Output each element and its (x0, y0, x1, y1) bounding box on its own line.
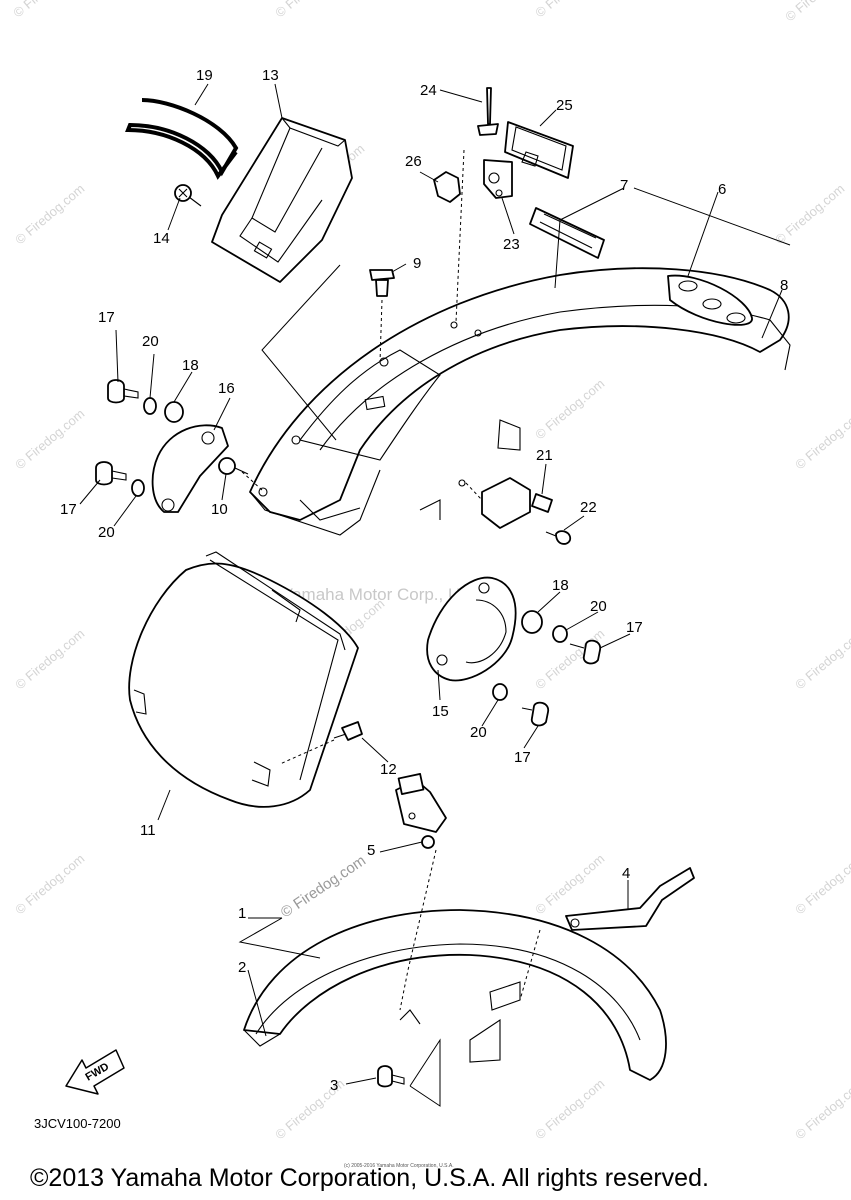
callout-20: 20 (98, 524, 115, 541)
watermark-layer: © Firedog.com © Firedog.com © Firedog.co… (10, 0, 851, 1142)
watermark: © Firedog.com (792, 1076, 851, 1142)
callout-17: 17 (60, 501, 77, 518)
callout-25: 25 (556, 97, 573, 114)
part-15-bracket (426, 576, 517, 682)
callout-10: 10 (211, 501, 228, 518)
copyright-text: ©2013 Yamaha Motor Corporation, U.S.A. A… (30, 1164, 709, 1192)
part-20-washer-right-upper (552, 625, 568, 643)
callout-23: 23 (503, 236, 520, 253)
part-17-bolt-upper (107, 379, 139, 404)
watermark: © Firedog.com (10, 0, 85, 20)
callout-16: 16 (218, 380, 235, 397)
callout-8: 8 (780, 277, 788, 294)
part-7-emblem (529, 207, 605, 259)
part-17-bolt-right-lower (521, 701, 549, 727)
watermark: © Firedog.com (12, 181, 87, 247)
callout-18: 18 (552, 577, 569, 594)
part-18-spacer-upper (164, 401, 184, 423)
part-3-bolt (377, 1065, 405, 1088)
callout-14: 14 (153, 230, 170, 247)
callout-5: 5 (367, 842, 375, 859)
part-16-bracket (151, 424, 229, 513)
part-24-bolt (477, 87, 499, 136)
callout-1: 1 (238, 905, 246, 922)
part-18-spacer-right (521, 610, 543, 634)
watermark: © Firedog.com (772, 181, 847, 247)
part-17-bolt-right-upper (569, 639, 601, 665)
callout-24: 24 (420, 82, 437, 99)
callout-21: 21 (536, 447, 553, 464)
watermark: © Firedog.com (782, 0, 851, 24)
callout-15: 15 (432, 703, 449, 720)
callout-17: 17 (98, 309, 115, 326)
callout-13: 13 (262, 67, 279, 84)
callout-12: 12 (380, 761, 397, 778)
diagram-code: 3JCV100-7200 (34, 1116, 121, 1131)
callout-2: 2 (238, 959, 246, 976)
part-10-screw (218, 457, 249, 475)
part-5-clip (395, 772, 447, 849)
watermark: © Firedog.com (12, 406, 87, 472)
watermark: © Firedog.com (532, 851, 607, 917)
tiny-note: (c) 2005-2016 Yamaha Motor Corporation, … (344, 1163, 454, 1169)
part-21-holder (481, 477, 553, 529)
part-20-washer-upper (143, 397, 157, 415)
callout-26: 26 (405, 153, 422, 170)
watermark: © Firedog.com (792, 626, 851, 692)
callout-4: 4 (622, 865, 630, 882)
part-25-reflector (504, 121, 574, 179)
watermark: © Firedog.com (272, 0, 347, 20)
callout-11: 11 (140, 822, 156, 839)
part-23-bracket (483, 159, 513, 199)
leader-lines (79, 83, 791, 1107)
callout-22: 22 (580, 499, 597, 516)
center-watermark: Yamaha Motor Corp., U.S.A. (282, 585, 497, 604)
callout-18: 18 (182, 357, 199, 374)
fwd-arrow: FWD (65, 1049, 125, 1095)
callout-7: 7 (620, 177, 628, 194)
part-22-screw (545, 530, 572, 545)
callout-20: 20 (470, 724, 487, 741)
part-13-cover (211, 117, 353, 283)
callout-labels: 19 13 14 24 25 26 23 7 6 8 9 17 20 18 16… (60, 67, 788, 1094)
callout-20: 20 (142, 333, 159, 350)
part-11-inner-fender (128, 551, 359, 808)
callout-6: 6 (718, 181, 726, 198)
part-9-bolt (369, 269, 395, 297)
watermark: © Firedog.com (532, 0, 607, 20)
part-17-bolt-lower (95, 461, 127, 486)
callout-20: 20 (590, 598, 607, 615)
callout-9: 9 (413, 255, 421, 272)
part-14-screw (174, 184, 202, 207)
callout-17: 17 (626, 619, 643, 636)
part-20-washer-lower (131, 479, 145, 497)
fender-watermark: © Firedog.com (278, 852, 369, 921)
watermark: © Firedog.com (792, 406, 851, 472)
watermark: © Firedog.com (532, 1076, 607, 1142)
part-20-washer-right-lower (492, 683, 508, 701)
part-19-strip (125, 98, 239, 180)
part-6-plate (667, 274, 753, 326)
part-26-nut (433, 171, 461, 203)
callout-3: 3 (330, 1077, 338, 1094)
part-12-screw (333, 721, 363, 741)
rear-fender (249, 267, 791, 536)
watermark: © Firedog.com (12, 626, 87, 692)
part-4-stay (565, 867, 695, 931)
callout-19: 19 (196, 67, 213, 84)
watermark: © Firedog.com (532, 376, 607, 442)
watermark: © Firedog.com (12, 851, 87, 917)
part-1-front-fender (243, 909, 667, 1081)
watermark: © Firedog.com (792, 851, 851, 917)
callout-17: 17 (514, 749, 531, 766)
